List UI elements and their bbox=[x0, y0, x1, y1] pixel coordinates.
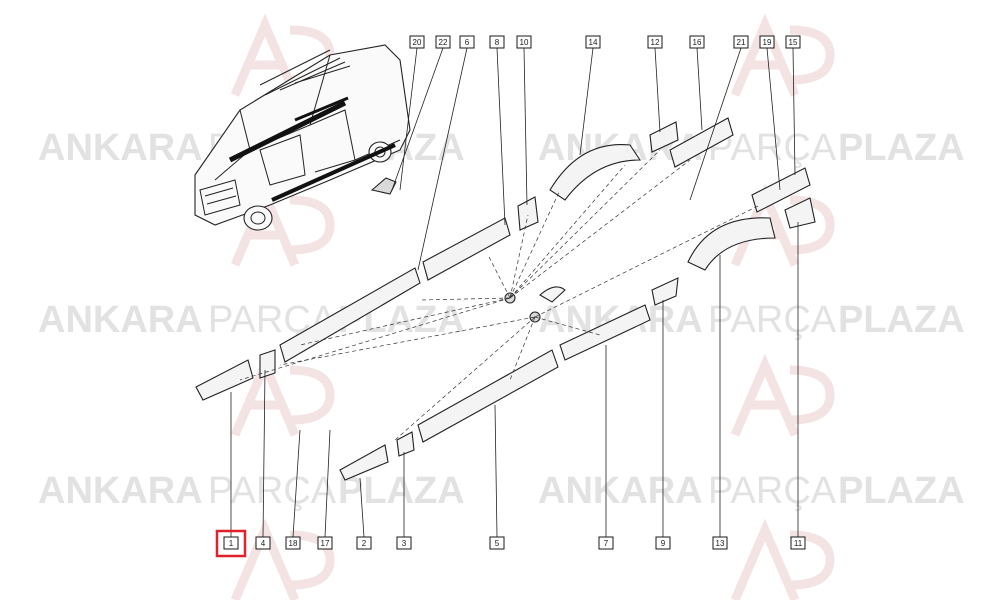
watermark-word-ankara: ANKARA bbox=[38, 470, 203, 512]
svg-text:4: 4 bbox=[261, 539, 266, 548]
callout-9[interactable]: 9 bbox=[655, 536, 671, 550]
callout-20[interactable]: 20 bbox=[409, 35, 425, 49]
svg-text:14: 14 bbox=[589, 38, 598, 47]
part-22 bbox=[370, 177, 397, 195]
watermark-word-plaza: PLAZA bbox=[838, 127, 965, 169]
svg-text:18: 18 bbox=[289, 539, 298, 548]
part-6 bbox=[279, 267, 421, 363]
callout-14[interactable]: 14 bbox=[585, 35, 601, 49]
watermark-row-2: ANKARA PARÇA PLAZA ANKARA PARÇA PLAZA bbox=[38, 299, 965, 341]
svg-text:6: 6 bbox=[465, 38, 470, 47]
watermark-word-plaza: PLAZA bbox=[838, 299, 965, 341]
watermark-word-ankara: ANKARA bbox=[38, 127, 203, 169]
callout-5[interactable]: 5 bbox=[489, 536, 505, 550]
svg-text:10: 10 bbox=[520, 38, 529, 47]
part-9 bbox=[651, 277, 679, 306]
callout-22[interactable]: 22 bbox=[435, 35, 451, 49]
svg-text:5: 5 bbox=[495, 539, 500, 548]
watermark-row-3: ANKARA PARÇA PLAZA ANKARA PARÇA PLAZA bbox=[38, 470, 965, 512]
callout-7[interactable]: 7 bbox=[598, 536, 614, 550]
watermark-word-plaza: PLAZA bbox=[338, 470, 465, 512]
callout-18[interactable]: 18 bbox=[285, 536, 301, 550]
callout-10[interactable]: 10 bbox=[516, 35, 532, 49]
part-4 bbox=[259, 349, 276, 379]
watermark-word-ankara: ANKARA bbox=[38, 299, 203, 341]
watermark-word-plaza: PLAZA bbox=[838, 470, 965, 512]
svg-text:2: 2 bbox=[362, 539, 367, 548]
svg-text:21: 21 bbox=[737, 38, 746, 47]
part-5 bbox=[417, 349, 559, 443]
part-2 bbox=[339, 444, 389, 481]
callout-21[interactable]: 21 bbox=[733, 35, 749, 49]
svg-text:7: 7 bbox=[604, 539, 609, 548]
svg-text:17: 17 bbox=[321, 539, 330, 548]
callout-6[interactable]: 6 bbox=[459, 35, 475, 49]
part-10 bbox=[517, 196, 539, 231]
callout-19[interactable]: 19 bbox=[759, 35, 775, 49]
watermark-word-parca: PARÇA bbox=[708, 470, 837, 512]
van-illustration bbox=[194, 44, 411, 231]
assembly-lines bbox=[239, 149, 761, 441]
svg-text:3: 3 bbox=[402, 539, 407, 548]
svg-text:11: 11 bbox=[794, 539, 803, 548]
svg-text:1: 1 bbox=[229, 539, 234, 548]
svg-text:15: 15 bbox=[789, 38, 798, 47]
svg-text:19: 19 bbox=[763, 38, 772, 47]
callout-13[interactable]: 13 bbox=[712, 536, 728, 550]
callout-3[interactable]: 3 bbox=[396, 536, 412, 550]
callout-1[interactable]: 1 bbox=[223, 536, 239, 550]
watermark-word-parca: PARÇA bbox=[708, 299, 837, 341]
callout-2[interactable]: 2 bbox=[356, 536, 372, 550]
callout-4[interactable]: 4 bbox=[255, 536, 271, 550]
watermark-word-parca: PARÇA bbox=[208, 470, 337, 512]
parts bbox=[195, 117, 816, 481]
callout-15[interactable]: 15 bbox=[785, 35, 801, 49]
callout-11[interactable]: 11 bbox=[790, 536, 806, 550]
part-1 bbox=[195, 359, 254, 401]
callout-12[interactable]: 12 bbox=[647, 35, 663, 49]
part-7 bbox=[559, 304, 651, 361]
part-18 bbox=[539, 286, 566, 303]
svg-text:20: 20 bbox=[413, 38, 422, 47]
watermark-word-ankara: ANKARA bbox=[538, 470, 703, 512]
part-13 bbox=[687, 217, 776, 271]
svg-text:22: 22 bbox=[439, 38, 448, 47]
part-3 bbox=[396, 431, 415, 457]
selected-callout-highlight bbox=[215, 529, 247, 558]
svg-text:8: 8 bbox=[495, 38, 500, 47]
part-14 bbox=[549, 143, 642, 201]
callout-17[interactable]: 17 bbox=[317, 536, 333, 550]
part-15 bbox=[751, 167, 811, 213]
part-11 bbox=[784, 197, 816, 229]
part-12 bbox=[649, 121, 679, 153]
leader-lines bbox=[230, 47, 799, 538]
part-8 bbox=[422, 217, 511, 281]
part-16 bbox=[669, 117, 734, 168]
svg-text:12: 12 bbox=[651, 38, 660, 47]
callout-16[interactable]: 16 bbox=[689, 35, 705, 49]
callout-labels: 20 22 6 8 10 14 12 16 21 19 15 1 4 18 17… bbox=[215, 35, 806, 558]
callout-8[interactable]: 8 bbox=[489, 35, 505, 49]
svg-text:16: 16 bbox=[693, 38, 702, 47]
svg-text:13: 13 bbox=[716, 539, 725, 548]
svg-text:9: 9 bbox=[661, 539, 666, 548]
